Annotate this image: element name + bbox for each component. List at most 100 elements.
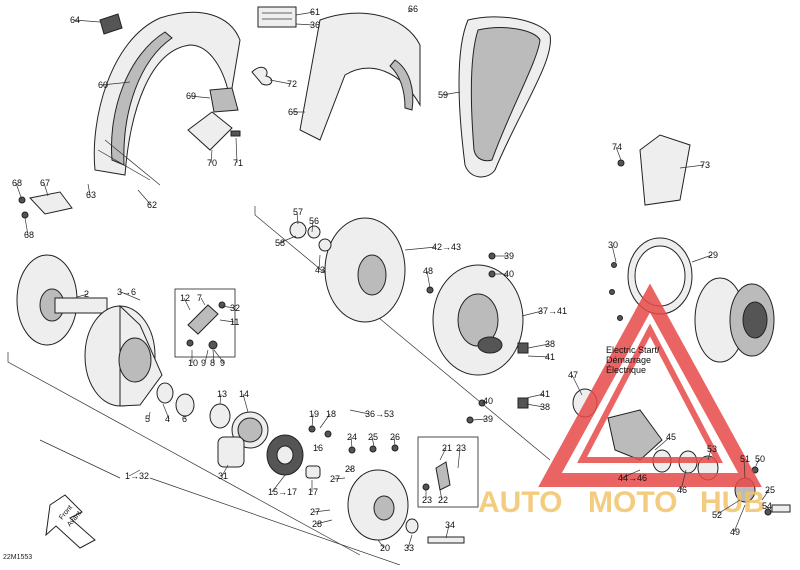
callout-leader bbox=[43, 182, 49, 197]
watermark: AUTO MOTO HUB bbox=[478, 283, 765, 519]
callout-leader bbox=[691, 254, 713, 263]
callout-leader bbox=[101, 81, 131, 86]
callout-number: 33 bbox=[404, 543, 414, 553]
callout-number: 12 bbox=[180, 293, 190, 303]
callout-number: 24 bbox=[347, 432, 357, 442]
callout-leader bbox=[73, 19, 101, 23]
callout-leader bbox=[319, 413, 331, 429]
electric-start-caption: Electric Start/ Démarrage Électrique bbox=[606, 345, 696, 375]
callout-number: 51 bbox=[740, 454, 750, 464]
callout-number: 74 bbox=[612, 142, 622, 152]
callout-number: 9 bbox=[220, 358, 225, 368]
callout-leader bbox=[204, 349, 209, 364]
callout-number: 5 bbox=[145, 414, 150, 424]
callout-number: 37→41 bbox=[538, 306, 567, 316]
callout-number: 68 bbox=[24, 230, 34, 240]
callout-leader bbox=[137, 189, 152, 206]
callout-number: 39 bbox=[504, 251, 514, 261]
callout-number: 47 bbox=[568, 370, 578, 380]
watermark-text-left: AUTO bbox=[478, 486, 562, 519]
callout-leader bbox=[318, 254, 321, 271]
callout-leader bbox=[445, 524, 450, 539]
callout-leader bbox=[350, 436, 353, 449]
callout-number: 23 bbox=[456, 443, 466, 453]
callout-number: 40 bbox=[483, 396, 493, 406]
callout-leader bbox=[162, 403, 170, 420]
callout-leader bbox=[761, 489, 770, 501]
callout-leader bbox=[148, 411, 151, 420]
callout-leader bbox=[521, 310, 543, 317]
callout-leader bbox=[278, 235, 297, 244]
callout-number: 46 bbox=[677, 485, 687, 495]
callout-leader bbox=[120, 291, 141, 301]
callout-leader bbox=[221, 464, 229, 477]
callout-number: 7 bbox=[197, 293, 202, 303]
callout-leader bbox=[525, 393, 545, 399]
callout-number: 15→17 bbox=[268, 487, 297, 497]
callout-number: 40 bbox=[504, 269, 514, 279]
callout-number: 9 bbox=[201, 358, 206, 368]
callout-leader bbox=[393, 436, 396, 447]
caption-line-3: Électrique bbox=[606, 365, 647, 375]
callout-number: 38 bbox=[540, 402, 550, 412]
front-arrow-icon: Front Avant bbox=[45, 494, 96, 549]
callout-number: 29 bbox=[708, 250, 718, 260]
callout-leader bbox=[471, 418, 488, 421]
callout-number: 67 bbox=[40, 178, 50, 188]
callout-leader bbox=[439, 489, 443, 501]
callout-leader bbox=[527, 343, 550, 349]
callout-number: 10 bbox=[188, 358, 198, 368]
assembly-brackets bbox=[7, 206, 551, 566]
callout-number: 14 bbox=[239, 389, 249, 399]
callout-number: 25 bbox=[765, 485, 775, 495]
callout-number: 71 bbox=[233, 158, 243, 168]
callout-number: 63 bbox=[86, 190, 96, 200]
callout-number: 2 bbox=[84, 289, 89, 299]
callout-leader bbox=[242, 393, 249, 413]
callout-number: 27 bbox=[310, 507, 320, 517]
callout-number: 21 bbox=[442, 443, 452, 453]
callout-leader bbox=[439, 447, 447, 461]
callout-leader bbox=[295, 23, 315, 26]
callout-number: 60 bbox=[98, 80, 108, 90]
callout-leader bbox=[183, 297, 191, 311]
callout-leader bbox=[743, 458, 746, 479]
callout-leader bbox=[333, 477, 346, 480]
rear-bracket bbox=[18, 191, 73, 219]
callout-leader bbox=[571, 374, 583, 396]
callout-leader bbox=[269, 79, 292, 85]
callout-number: 50 bbox=[755, 454, 765, 464]
drive-pulley-fixed-half bbox=[16, 254, 108, 346]
callout-number: 34 bbox=[445, 520, 455, 530]
callout-leader bbox=[481, 400, 488, 405]
callout-leader bbox=[210, 149, 213, 164]
callout-number: 62 bbox=[147, 200, 157, 210]
callout-number: 8 bbox=[210, 358, 215, 368]
callout-number: 56 bbox=[309, 216, 319, 226]
callout-number: 41 bbox=[545, 352, 555, 362]
callout-number: 43 bbox=[315, 265, 325, 275]
callout-leader bbox=[371, 436, 375, 447]
callout-leader bbox=[213, 349, 225, 364]
callout-number: 3→6 bbox=[117, 287, 136, 297]
callout-leader bbox=[315, 519, 333, 525]
callout-number: 44→46 bbox=[618, 473, 647, 483]
callout-number: 11 bbox=[230, 317, 239, 327]
callout-leader bbox=[407, 534, 413, 549]
governor-cup bbox=[347, 469, 465, 544]
callout-leader bbox=[15, 182, 23, 201]
callout-number: 28 bbox=[345, 464, 355, 474]
callout-number: 25 bbox=[368, 432, 378, 442]
callout-number: 1→32 bbox=[125, 471, 149, 481]
callout-leader bbox=[128, 469, 141, 477]
callout-number: 27 bbox=[330, 474, 340, 484]
callout-leader bbox=[441, 91, 461, 96]
callout-number: 66 bbox=[408, 4, 418, 14]
callout-leader bbox=[377, 539, 385, 549]
callout-leader bbox=[87, 183, 91, 196]
callout-number: 38 bbox=[545, 339, 555, 349]
inner-cover bbox=[299, 12, 421, 141]
callout-leader bbox=[212, 349, 215, 364]
caption-line-2: Démarrage bbox=[606, 355, 652, 365]
callout-number: 18 bbox=[326, 409, 336, 419]
